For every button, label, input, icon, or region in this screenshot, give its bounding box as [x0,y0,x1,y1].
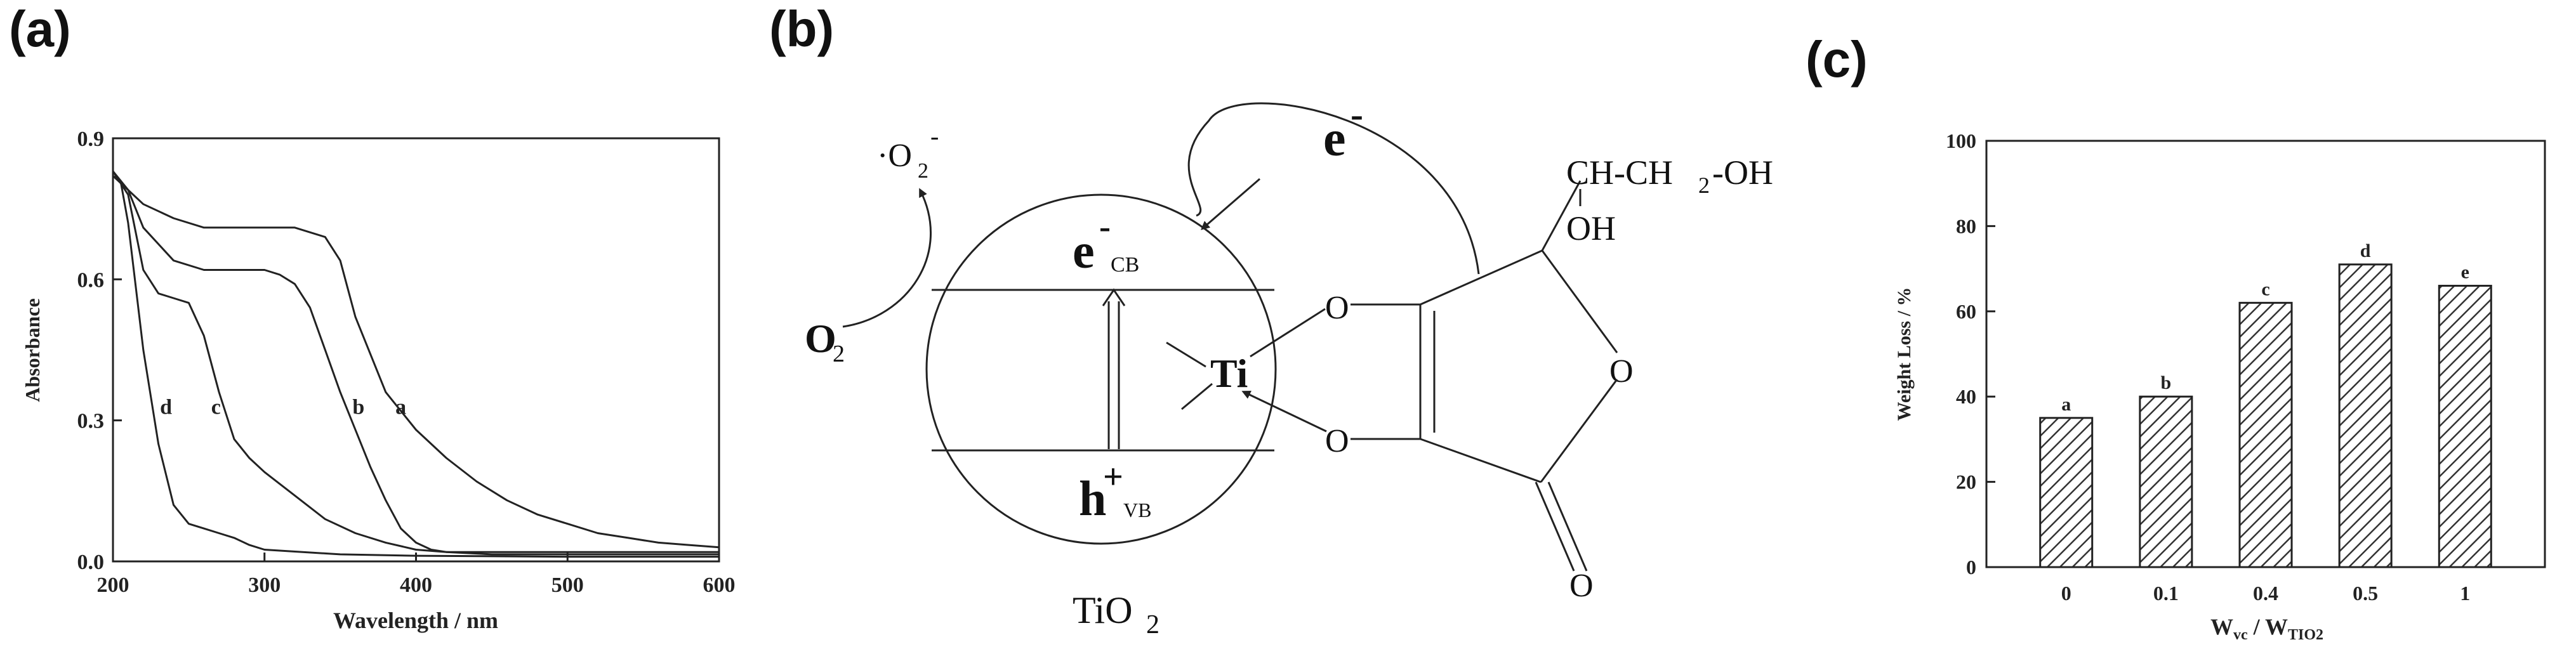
chart-a-ytick-label: 0.0 [77,551,105,574]
electron-cb-label: e [1073,223,1095,278]
chart-c-category-label: 0 [2061,582,2071,605]
carbonyl-bond-b [1547,481,1588,572]
electron-transfer-arc [1187,102,1480,275]
chart-c-category-label: 0.5 [2353,582,2378,605]
ti-bond-lower-left [1181,383,1213,410]
panel-label-b: (b) [769,1,835,57]
chart-a-ytick-label: 0.9 [77,128,105,151]
mechanism-diagram: e - CB h + VB TiO 2 Ti O O O O CH-CH [805,93,1773,639]
tio2-label: TiO [1073,589,1133,631]
hydroxyl-label: OH [1566,209,1616,247]
chart-c-ticks: 0 20 40 60 80 100 0 0.1 0.4 0.5 1 [1946,129,2470,605]
excitation-arrowhead [1102,288,1126,306]
electron-transfer-arrow [1200,178,1260,230]
ring-bond-6 [1420,438,1542,483]
chart-c-category-label: 0.1 [2153,582,2179,605]
superoxide-label: ·O [877,138,912,174]
chart-a-series [112,170,720,558]
electron-cb-sup: - [1099,207,1111,245]
chart-c-xlabel-main: W [2210,614,2233,639]
chart-a-ytick-label: 0.3 [77,410,105,433]
chart-a-ylabel: Absorbance [21,298,44,402]
oxygen-label: O [805,316,836,361]
side-chain-bond [1541,180,1582,251]
tio2-label-sub: 2 [1146,610,1159,639]
chart-c-category-label: 1 [2460,582,2470,605]
chart-c-ytick-label: 80 [1956,214,1976,237]
electron-label: e [1323,111,1346,167]
curve-label-a: a [395,395,406,419]
chart-a-xtick-label: 300 [248,573,281,597]
chart-a-ytick-label: 0.6 [77,268,105,292]
chart-c-ytick-label: 100 [1946,129,1976,152]
ti-o-coordination-arrow [1241,390,1327,433]
oxygen-atom-carbonyl: O [1569,568,1594,604]
spectrum-line-a [112,175,720,549]
chart-a-xtick-label: 200 [97,573,129,597]
bar-label: d [2360,240,2371,261]
ring-bond-3 [1420,249,1543,306]
oxygen-label-sub: 2 [833,341,845,367]
chart-a-ticks: 200 300 400 500 600 0.0 0.3 0.6 0.9 [77,128,736,597]
hole-vb-label: h [1079,471,1106,526]
chart-c-ytick-label: 60 [1956,300,1976,323]
oxygen-atom-lower: O [1325,423,1349,459]
weight-loss-bar [2238,301,2293,568]
titanium-atom-label: Ti [1210,351,1248,396]
bar-label: a [2061,394,2071,415]
chart-c-ytick-label: 20 [1956,471,1976,494]
curve-label-b: b [352,395,364,419]
ti-o-bond-upper [1250,308,1326,358]
chart-c-xlabel-sub1: vc [2233,627,2248,643]
oxygen-atom-upper: O [1325,290,1349,326]
panel-label-a: (a) [9,1,71,57]
chart-a-xtick-label: 400 [400,573,432,597]
bar-label: b [2161,372,2172,393]
chart-c-ytick-label: 40 [1956,385,1976,408]
weight-loss-bar [2039,417,2094,568]
chart-a-xtick-label: 500 [552,573,584,597]
chart-c-xlabel: Wvc / WTIO2 [2210,614,2323,643]
hole-vb-sup: + [1103,457,1123,497]
ring-bond-4 [1541,250,1618,353]
hole-vb-sub: VB [1123,499,1151,521]
chart-a-xlabel: Wavelength / nm [333,608,498,633]
panel-label-c: (c) [1806,31,1868,88]
weight-loss-bar [2438,284,2492,568]
ring-bond-5 [1540,379,1618,483]
chart-c-xlabel-mid: / W [2248,614,2288,639]
chart-a-frame [112,137,720,563]
bar-label: e [2461,261,2469,282]
spectrum-line-c [112,171,719,556]
side-chain-label: CH-CH [1566,154,1673,192]
oxygen-reduction-arrow [842,188,932,328]
ti-bond-upper-left [1166,341,1206,368]
side-chain-label-sub: 2 [1698,173,1710,198]
weight-loss-bar [2338,263,2393,568]
curve-label-d: d [160,395,172,419]
superoxide-label-sub: 2 [918,159,928,183]
chart-c-xlabel-sub2: TIO2 [2288,627,2323,643]
chart-c-ytick-label: 0 [1966,556,1976,579]
weight-loss-chart: 0 20 40 60 80 100 0 0.1 0.4 0.5 1 a b c d e Weight Los… [1894,129,2546,643]
tio2-particle-circle [925,193,1277,545]
electron-cb-sub: CB [1111,253,1139,277]
weight-loss-bar [2139,395,2193,568]
electron-label-sup: - [1351,93,1363,135]
bar-label: c [2261,278,2269,299]
superoxide-label-sup: - [930,122,939,150]
chart-c-category-label: 0.4 [2253,582,2278,605]
curve-label-c: c [211,395,221,419]
chart-c-ylabel: Weight Loss / % [1894,287,1915,421]
carbonyl-bond-a [1535,481,1575,572]
chart-a-xtick-label: 600 [703,573,736,597]
absorbance-chart: 200 300 400 500 600 0.0 0.3 0.6 0.9 a b c d Wavelen… [21,128,736,633]
side-chain-label-oh: -OH [1712,154,1773,192]
chart-c-bars: a b c d e [2039,240,2492,568]
spectrum-line-d [112,175,719,558]
chart-a-labels: a b c d [160,395,406,419]
